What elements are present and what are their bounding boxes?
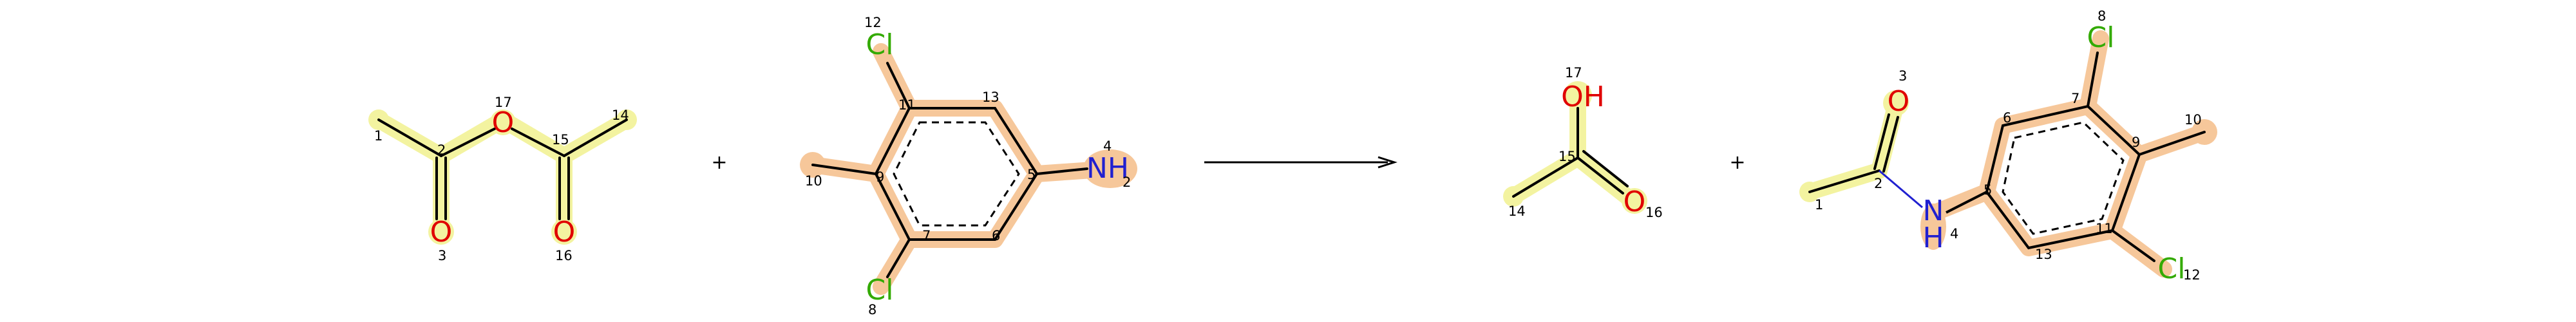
chlorine-bottom-label: Cl [866,274,894,307]
atom-index: 16 [555,248,573,263]
atom-index: 8 [868,302,876,317]
atom-index: 17 [495,95,512,110]
atom-index: 5 [1027,167,1036,182]
bonds [811,62,1088,278]
atom-index: 15 [552,132,569,147]
atom-index: 6 [992,228,1000,243]
atom-index: 1 [374,128,383,144]
bonds [1512,107,1629,198]
product-dichloromethylacetanilide: O N H Cl Cl 1 2 3 4 5 6 7 8 9 10 11 12 1… [1799,8,2217,285]
amide-nitrogen-label: N [1923,194,1944,227]
atom-index: 14 [1508,204,1526,219]
oxygen-carbonyl-right-label: O [553,216,576,249]
highlight-orange [1920,30,2217,278]
oxygen-carbonyl-left-label: O [430,216,453,249]
chlorine-top-label: Cl [2087,21,2115,54]
atom-index: 8 [2098,8,2106,24]
reactant-acetic-anhydride: O O O 1 2 3 14 15 16 17 [368,95,637,263]
atom-index: 10 [805,173,822,189]
atom-index: 2 [1122,175,1131,190]
bonds [377,118,628,220]
atom-index: 13 [982,90,999,105]
atom-index: 17 [1565,65,1582,80]
plus-sign: + [1729,151,1745,174]
chlorine-bottom-label: Cl [2158,252,2186,285]
bonds [1808,52,2206,262]
atom-index: 2 [437,142,446,158]
amine-nitrogen-label: NH [1086,152,1129,185]
oxygen-bridge-label: O [492,106,515,139]
atom-index: 11 [2096,221,2113,236]
atom-index: 16 [1645,205,1663,220]
atom-index: 12 [2183,267,2201,283]
atom-index: 13 [2035,247,2052,262]
hydroxyl-label: OH [1561,80,1605,113]
atom-index: 9 [2132,135,2140,150]
carbonyl-oxygen-label: O [1624,185,1646,218]
amide-hydrogen-label: H [1922,222,1944,254]
plus-sign: + [711,151,727,174]
atom-index: 14 [612,108,629,123]
atom-index: 11 [898,97,916,113]
atom-index: 3 [1899,68,1907,84]
atom-index: 9 [876,169,884,185]
atom-index: 2 [1874,176,1882,191]
atom-index: 1 [1815,197,1823,213]
atom-index: 4 [1950,226,1958,242]
atom-index: 15 [1558,149,1576,164]
atom-index: 10 [2184,112,2202,128]
reaction-arrow-icon [1204,156,1397,169]
atom-index: 7 [922,228,931,243]
atom-index: 5 [1984,182,1992,198]
chlorine-top-label: Cl [866,28,894,61]
carbonyl-oxygen-label: O [1888,85,1910,118]
atom-index: 6 [2003,110,2011,126]
atom-index: 7 [2071,91,2079,106]
atom-index: 4 [1103,138,1112,154]
atom-index: 3 [438,248,446,263]
reactant-dichloromethylaniline: Cl Cl NH 2 4 5 6 7 8 9 10 11 12 13 [800,15,1137,317]
product-acetic-acid: OH O 14 15 16 17 [1503,65,1663,220]
atom-index: 12 [864,15,882,30]
